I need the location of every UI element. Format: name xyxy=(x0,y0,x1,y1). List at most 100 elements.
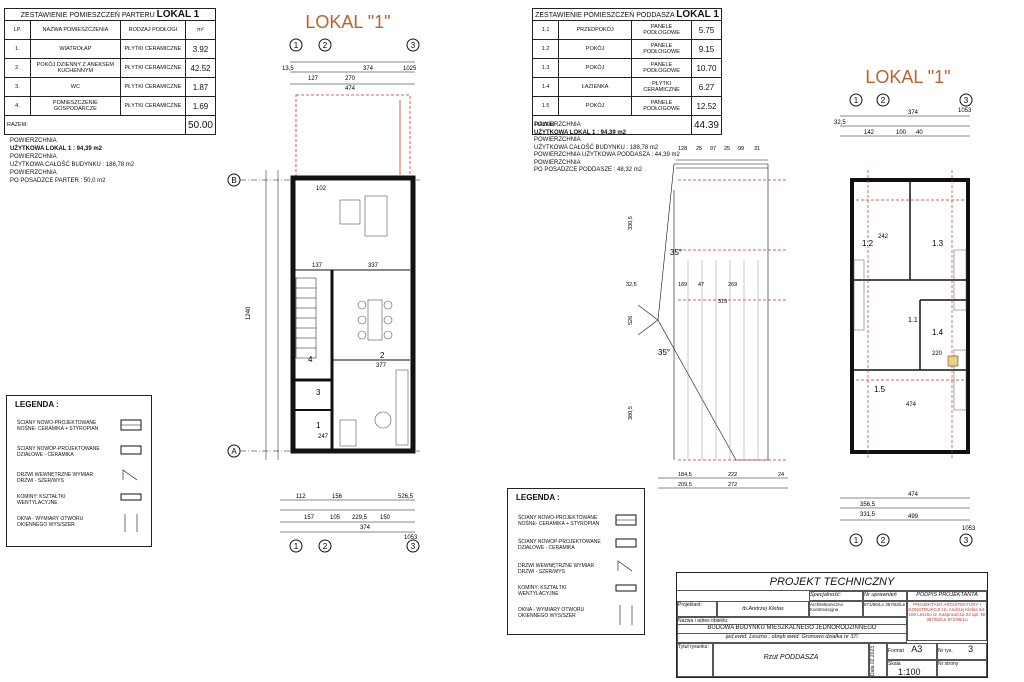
staircase xyxy=(295,277,317,359)
tb-date-label: Data xyxy=(870,665,876,676)
dim-section: 269 xyxy=(728,282,737,288)
dim-bottom: 156 xyxy=(332,494,343,500)
attic-dim-bottom: 1053 xyxy=(962,526,976,532)
section-hatch xyxy=(687,260,759,460)
legend-item: ŚCIANY NOWO-PROJEKTOWANE NOŚNE- CERAMIKA… xyxy=(518,515,600,527)
tb-format: Format A3 xyxy=(887,643,937,660)
dim-top: 374 xyxy=(363,66,374,72)
area-line: POWIERZCHNIA xyxy=(10,170,57,176)
plan-label: 377 xyxy=(376,363,387,369)
cell: PANELE PODŁOGOWE xyxy=(631,20,692,40)
tb-date-value: 02.2023 xyxy=(870,645,876,665)
dim-section: 31 xyxy=(754,146,760,152)
tb-nr-str-label: Nr strony xyxy=(937,660,987,677)
axis-3: 3 xyxy=(411,41,416,50)
section-lines xyxy=(637,159,769,461)
section-dim-bottom-lines xyxy=(658,477,788,489)
cell: POKÓJ xyxy=(558,39,633,59)
dim-lines-bottom xyxy=(280,499,415,533)
attic-walls xyxy=(850,178,970,454)
legend-ground: LEGENDA : ŚCIANY NOWO-PROJEKTOWANE NOŚNE… xyxy=(6,395,152,547)
dim-section-bottom: 222 xyxy=(728,472,737,478)
attic-axis-3: 3 xyxy=(964,96,969,105)
attic-axis-markers xyxy=(849,93,973,547)
area-line: UŻYTKOWA CAŁOŚĆ BUDYNKU : 188,78 m2 xyxy=(534,144,659,151)
legend-symbols xyxy=(120,419,142,532)
attic-dim: 100 xyxy=(896,130,907,136)
dim-section-bottom: 184,5 xyxy=(678,472,692,478)
dim-bottom: 112 xyxy=(296,494,306,500)
cell: 1. xyxy=(4,39,31,59)
tb-name: tb.Andrzej Klefas xyxy=(717,601,809,617)
section-red-lines xyxy=(678,179,788,461)
table-total-row: RAZEM:50.00 xyxy=(4,115,217,135)
area-line: PO POSADZCE PARTER : 50,0 m2 xyxy=(10,178,106,184)
room-number: 1.5 xyxy=(874,385,886,394)
axis-markers-bottom xyxy=(289,539,420,553)
cell: WC xyxy=(29,77,121,97)
tb-address-1: BUDOWA BUDYNKU MIESZKALNEGO JEDNORODZINN… xyxy=(677,625,907,634)
axis-2-bottom: 2 xyxy=(323,542,328,551)
legend-item: DRZWI WEWNĘTRZNE WYMIAR DRZWI - SZER/WYS xyxy=(17,472,94,484)
roof-angle: 35° xyxy=(658,348,670,357)
cell: 6.27 xyxy=(690,77,723,97)
dim-section: 25 xyxy=(696,146,702,152)
dim-bottom: 526,5 xyxy=(398,494,414,500)
room-number: 1.3 xyxy=(932,239,944,248)
plan-label: 247 xyxy=(318,434,329,440)
total-value: 50.00 xyxy=(184,115,217,135)
tb-col-spec: Specjalność: xyxy=(809,591,863,601)
tb-stamp: PROJEKTANT ARCHITEKTURY I KONSTRUKCJI t.… xyxy=(907,601,987,641)
tb-nr-rys: Nr rys. 3 xyxy=(937,643,987,660)
th-name: NAZWA POMIESZCZENIA xyxy=(29,20,121,40)
roof-section: 35° 35° 128 25 97 25 99 31 32,5 189 47 2… xyxy=(626,146,788,489)
tb-col-sign: PODPIS PROJEKTANTA xyxy=(907,591,987,601)
legend-item: KOMINY: KSZTAŁTKI WENTYLACYJNE xyxy=(17,494,66,506)
area-line: POWIERZCHNIA xyxy=(10,154,57,160)
cell: 10.70 xyxy=(690,58,723,78)
ground-walls xyxy=(290,175,416,454)
cell: PŁYTKI CERAMICZNE xyxy=(119,77,186,97)
attic-table-caption: ZESTAWIENIE POMIESZCZEŃ PODDASZA LOKAL 1 xyxy=(532,8,722,20)
legend-attic: LEGENDA : ŚCIANY NOWO-PROJEKTOWANE NOŚNE… xyxy=(507,488,645,635)
dim-bottom: 374 xyxy=(360,525,371,531)
dim-section-bottom: 209,5 xyxy=(678,482,692,488)
legend-item: ŚCIANY NOWO-PROJEKTOWANE NOŚNE- CERAMIKA… xyxy=(17,420,99,432)
cell: 1.5 xyxy=(531,96,560,116)
th-area: m² xyxy=(184,20,217,40)
plan-label: 1240 xyxy=(246,306,252,320)
roof-angle: 35° xyxy=(670,248,682,257)
attic-dim-bottom: 499 xyxy=(908,514,919,520)
legend-item: OKNA - WYMIARY OTWORU OKIENNEGO WYS/SZER xyxy=(518,607,585,619)
dim-section-bottom: 272 xyxy=(728,482,737,488)
dim-section: 128 xyxy=(678,146,687,152)
attic-dim: 374 xyxy=(908,110,919,116)
plan-title: LOKAL "1" xyxy=(865,67,950,87)
axis-1: 1 xyxy=(294,41,299,50)
room-number: 1 xyxy=(316,421,321,430)
cell: 3.92 xyxy=(184,39,217,59)
legend-item: ŚCIANY NOWOP-PROJEKTOWANE DZIAŁOWE - CER… xyxy=(518,539,601,551)
dim-section: 47 xyxy=(698,282,704,288)
tb-sheet-title: Rzut PODDASZA xyxy=(713,643,869,677)
dim-section: 330,5 xyxy=(628,216,634,230)
area-line: POWIERZCHNIA xyxy=(10,138,57,144)
attic-dim: 40 xyxy=(916,130,923,136)
tb-spec: Architektoniczno Konstrukcyjna xyxy=(809,601,863,617)
tb-address-2: jed.ewid. Leszno , obręb ewid. Gronowo d… xyxy=(677,634,907,643)
cell: 1.4 xyxy=(531,77,560,97)
terrace-outline xyxy=(295,94,411,178)
area-line: POWIERZCHNIA xyxy=(534,137,581,143)
tb-scale-label: Skala xyxy=(888,661,901,667)
attic-axis-1-bottom: 1 xyxy=(854,536,859,545)
cell: PŁYTKI CERAMICZNE xyxy=(119,58,186,78)
ground-table-title-bold: LOKAL 1 xyxy=(156,9,200,20)
attic-table-title: ZESTAWIENIE POMIESZCZEŃ PODDASZA xyxy=(535,12,675,19)
plan-title: LOKAL "1" xyxy=(305,12,390,32)
cell: WIATROŁAP xyxy=(29,39,121,59)
cell: PŁYTKI CERAMICZNE xyxy=(119,39,186,59)
dim-section: 99 xyxy=(738,146,744,152)
project-title: PROJEKT TECHNICZNY xyxy=(677,573,987,591)
